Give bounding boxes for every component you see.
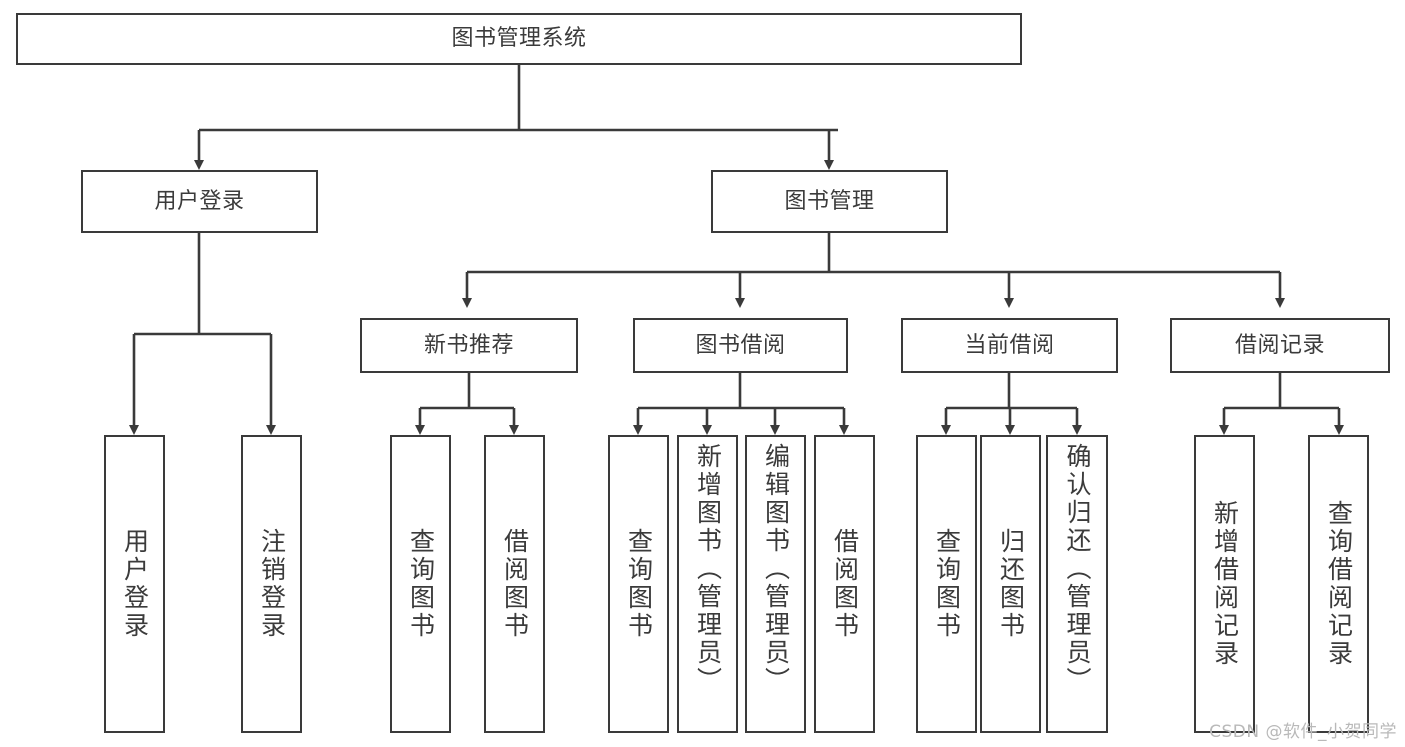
leaf-add-borrow-record[interactable]: 新增借阅记录 — [1194, 435, 1255, 733]
node-borrow-record[interactable]: 借阅记录 — [1170, 318, 1390, 373]
leaf-query-book-current[interactable]: 查询图书 — [916, 435, 977, 733]
node-current-borrow[interactable]: 当前借阅 — [901, 318, 1118, 373]
leaf-confirm-return-admin[interactable]: 确认归还（管理员） — [1046, 435, 1108, 733]
watermark: CSDN @软件_小贺同学 — [1209, 722, 1397, 742]
leaf-label: 确认归还（管理员） — [1063, 443, 1092, 695]
leaf-label: 新增借阅记录 — [1210, 500, 1240, 668]
leaf-query-book-recommend[interactable]: 查询图书 — [390, 435, 451, 733]
node-label: 图书管理 — [784, 188, 875, 214]
node-user-login[interactable]: 用户登录 — [81, 170, 318, 233]
node-book-management-system[interactable]: 图书管理系统 — [16, 13, 1022, 65]
leaf-label: 用户登录 — [120, 528, 150, 640]
leaf-borrow-book[interactable]: 借阅图书 — [814, 435, 875, 733]
leaf-query-book-borrow[interactable]: 查询图书 — [608, 435, 669, 733]
node-label: 图书借阅 — [695, 332, 786, 358]
leaf-label: 借阅图书 — [830, 528, 860, 640]
leaf-borrow-book-recommend[interactable]: 借阅图书 — [484, 435, 545, 733]
leaf-logout[interactable]: 注销登录 — [241, 435, 302, 733]
leaf-return-book[interactable]: 归还图书 — [980, 435, 1041, 733]
leaf-label: 查询图书 — [624, 528, 654, 640]
leaf-label: 借阅图书 — [500, 528, 530, 640]
leaf-add-book-admin[interactable]: 新增图书（管理员） — [677, 435, 738, 733]
leaf-edit-book-admin[interactable]: 编辑图书（管理员） — [745, 435, 806, 733]
node-book-borrow[interactable]: 图书借阅 — [633, 318, 848, 373]
leaf-query-borrow-record[interactable]: 查询借阅记录 — [1308, 435, 1369, 733]
node-label: 新书推荐 — [423, 332, 514, 358]
leaf-label: 查询图书 — [406, 528, 436, 640]
node-label: 图书管理系统 — [451, 26, 587, 52]
leaf-label: 查询借阅记录 — [1324, 500, 1354, 668]
leaf-label: 查询图书 — [932, 528, 962, 640]
leaf-label: 注销登录 — [257, 528, 287, 640]
leaf-label: 新增图书（管理员） — [693, 443, 723, 695]
leaf-user-login[interactable]: 用户登录 — [104, 435, 165, 733]
node-label: 借阅记录 — [1234, 332, 1325, 358]
leaf-label: 归还图书 — [996, 528, 1026, 640]
node-new-book-recommend[interactable]: 新书推荐 — [360, 318, 578, 373]
node-label: 当前借阅 — [964, 332, 1055, 358]
node-book-management[interactable]: 图书管理 — [711, 170, 948, 233]
node-label: 用户登录 — [154, 188, 245, 214]
leaf-label: 编辑图书（管理员） — [761, 443, 791, 695]
